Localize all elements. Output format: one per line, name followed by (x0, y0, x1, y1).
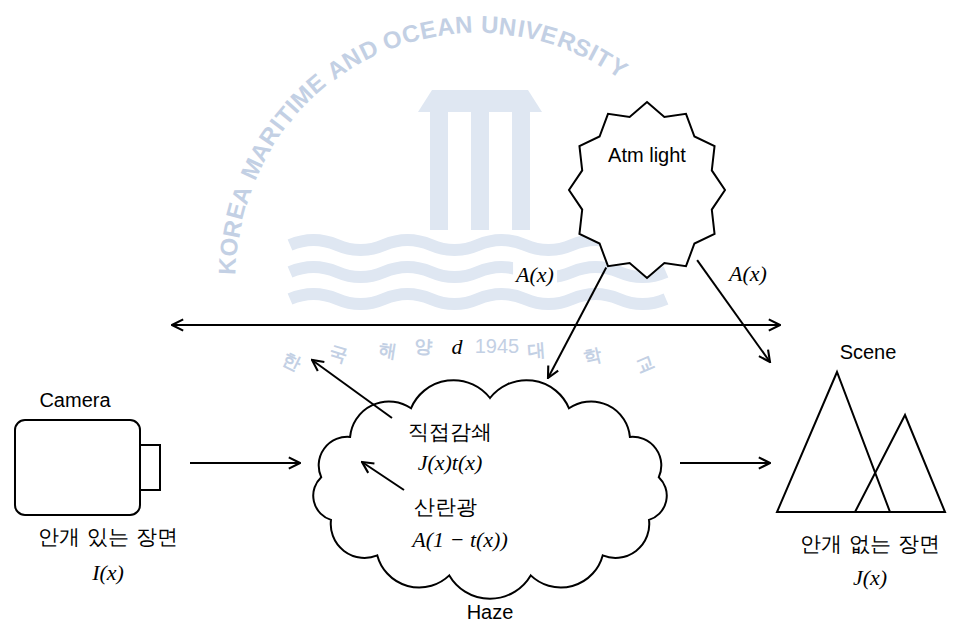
attenuation-arrow (312, 360, 392, 418)
watermark-letter: U (481, 13, 499, 38)
watermark-letter: N (498, 14, 518, 40)
camera-box: Camera 안개 있는 장면 I(x) (8, 385, 190, 590)
camera-shape (8, 385, 190, 590)
emblem-post (430, 112, 448, 230)
formula: J(x)t(x) (418, 450, 483, 476)
camera-lens (140, 445, 160, 490)
emblem-post (471, 112, 489, 230)
emblem-wave (290, 294, 666, 304)
scene-box: Scene 안개 없는 장면 J(x) (770, 338, 955, 595)
watermark-letter: 학 (581, 345, 603, 367)
watermark-letter: K (216, 257, 241, 275)
formula: J(x) (853, 565, 887, 591)
scattering-arrow (362, 462, 404, 490)
node-title: Camera (39, 388, 110, 412)
watermark-emblem (418, 90, 542, 230)
watermark-letter: 교 (633, 352, 657, 376)
node-title: Haze (467, 600, 514, 624)
mountain-triangle (777, 372, 890, 512)
watermark-letter: 국 (327, 343, 349, 365)
edge-label: A(x) (513, 262, 557, 288)
node-title: Atm light (608, 143, 686, 167)
node-title: Scene (840, 340, 897, 364)
mountain-triangle (855, 415, 945, 512)
term-name: 산란광 (414, 495, 477, 520)
watermark-letter: A (435, 14, 455, 40)
term-name: 직접감쇄 (408, 420, 492, 445)
emblem-roof (418, 90, 542, 112)
connector-arrow (697, 260, 770, 362)
watermark-letter (473, 13, 480, 37)
emblem-post (512, 112, 530, 230)
watermark-year: 1945 (475, 334, 520, 358)
edge-label: A(x) (726, 261, 770, 287)
scene-caption: 안개 있는 장면 (38, 525, 177, 550)
star-shape (567, 100, 727, 280)
watermark-letter: 한 (280, 350, 304, 374)
cloud-outline (313, 380, 667, 599)
cloud-shape (300, 378, 680, 628)
haze-cloud: 직접감쇄 J(x)t(x) 산란광 A(1 − t(x)) Haze (300, 378, 680, 628)
distance-arrow (172, 324, 780, 326)
scene-shape (770, 338, 955, 595)
emblem-wave (290, 267, 666, 277)
watermark-letter: O (217, 237, 243, 258)
watermark-letter: 양 (414, 337, 433, 356)
connector-arrow (190, 462, 300, 464)
watermark-letter: 해 (378, 340, 399, 361)
watermark-text: 한 국 해양 대 학 교 (281, 335, 656, 375)
formula: I(x) (92, 560, 124, 586)
connector-arrow (680, 462, 770, 464)
watermark-text: KOREA MARITIME AND OCEAN UNIVERSITY (214, 11, 632, 280)
watermark-letter: N (454, 13, 473, 38)
light-source-star: Atm light (567, 100, 727, 280)
watermark-letter: 대 (527, 340, 546, 359)
star-outline (569, 102, 725, 278)
camera-body (15, 420, 140, 515)
watermark-letter: R (219, 218, 246, 239)
formula: A(1 − t(x)) (412, 527, 507, 553)
scene-caption: 안개 없는 장면 (800, 532, 939, 557)
distance-label: d (449, 334, 466, 360)
